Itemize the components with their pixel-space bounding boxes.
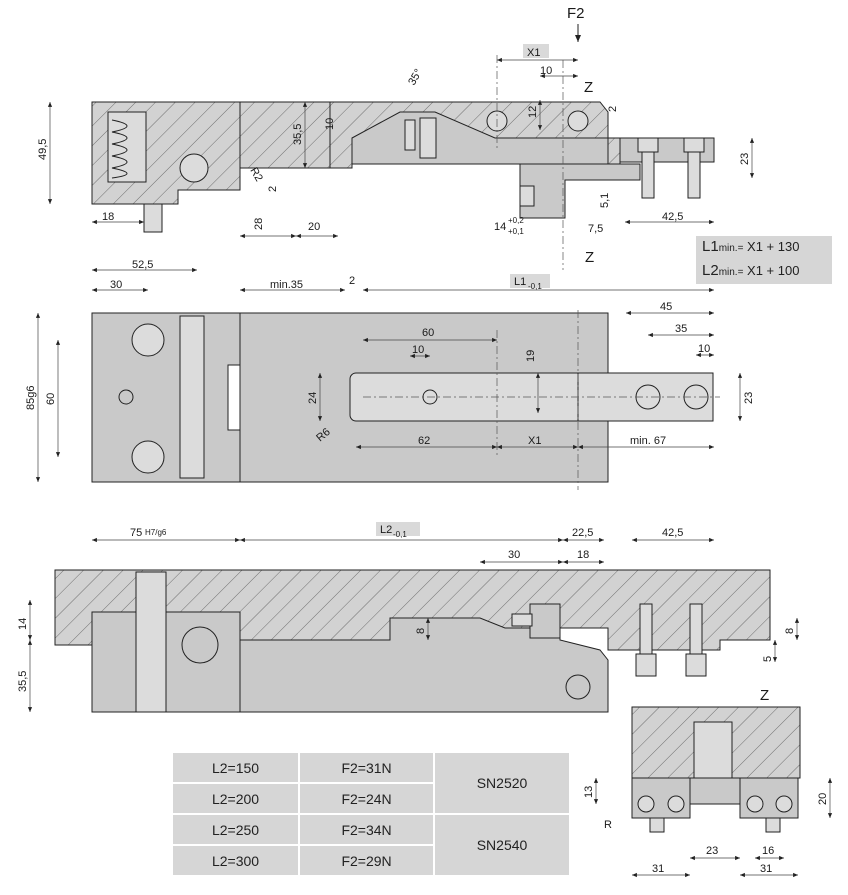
dim-bot-11: 5 bbox=[762, 656, 774, 662]
dim-top-14: 42,5 bbox=[662, 211, 683, 223]
dim-top-13: 7,5 bbox=[588, 223, 603, 235]
middle-plan-view bbox=[35, 267, 743, 490]
x1-label-top: X1 bbox=[527, 47, 540, 59]
dim-z-6: 31 bbox=[760, 863, 772, 875]
dim-z-2: R bbox=[604, 819, 612, 831]
z-section-label: Z bbox=[585, 249, 594, 266]
table-cell-f: F2=31N bbox=[300, 753, 434, 782]
dim-mid-17: 62 bbox=[418, 435, 430, 447]
labels: F2 X1 35° Z Z Z 49,5 35,5 10 10 12 2 23 … bbox=[17, 5, 829, 875]
dim-mid-2: min.35 bbox=[270, 279, 303, 291]
table-row: L2=250 F2=34N SN2540 bbox=[173, 815, 569, 875]
dim-mid-19: min. 67 bbox=[630, 435, 666, 447]
dim-mid-12: 85g6 bbox=[25, 386, 37, 410]
dim-bot-8: 14 bbox=[17, 618, 29, 630]
dim-top-1: 35,5 bbox=[292, 124, 304, 145]
table-cell-l: L2=150 bbox=[173, 753, 299, 782]
dim-bot-7: 18 bbox=[577, 549, 589, 561]
table-cell-f: F2=34N bbox=[300, 815, 434, 844]
z-arrow-label: Z bbox=[584, 79, 593, 96]
table-cell-l: L2=200 bbox=[173, 784, 299, 813]
formula-box: L1min.= X1 + 130 L2min.= X1 + 100 bbox=[696, 236, 832, 284]
dim-top-12: 5,1 bbox=[599, 193, 611, 208]
view-z-detail bbox=[593, 706, 833, 878]
formula-l2: L2min.= X1 + 100 bbox=[702, 262, 800, 279]
dim-top-2: 10 bbox=[324, 118, 336, 130]
table-cell-f: F2=24N bbox=[300, 784, 434, 813]
spec-table: L2=150 F2=31N SN2520 L2=200 F2=24N L2=25… bbox=[171, 751, 571, 877]
dim-mid-0: 52,5 bbox=[132, 259, 153, 271]
dim-bot-1: H7/g6 bbox=[145, 528, 167, 537]
dim-bot-10: 8 bbox=[784, 628, 796, 634]
dim-top-10: 28 bbox=[253, 218, 265, 230]
dim-mid-5: -0,1 bbox=[528, 282, 542, 291]
table-cell-l: L2=250 bbox=[173, 815, 299, 844]
dim-z-1: 20 bbox=[817, 793, 829, 805]
table-cell-l: L2=300 bbox=[173, 846, 299, 875]
dim-mid-13: 60 bbox=[45, 393, 57, 405]
dim-mid-8: 10 bbox=[698, 343, 710, 355]
table-cell-model: SN2520 bbox=[435, 753, 569, 813]
dim-mid-11: 19 bbox=[525, 350, 537, 362]
dim-top-3: 10 bbox=[540, 65, 552, 77]
dim-top-4: 12 bbox=[527, 106, 539, 118]
dim-top-9: 18 bbox=[102, 211, 114, 223]
dim-top-6: 23 bbox=[739, 153, 751, 165]
dim-mid-18: X1 bbox=[528, 435, 541, 447]
table-cell-f: F2=29N bbox=[300, 846, 434, 875]
dim-z-4: 23 bbox=[706, 845, 718, 857]
table-cell-model: SN2540 bbox=[435, 815, 569, 875]
bottom-section-view bbox=[27, 537, 800, 713]
angle-label: 35° bbox=[406, 67, 425, 87]
dim-top-17: +0,1 bbox=[508, 227, 524, 236]
dim-top-5: 2 bbox=[607, 106, 619, 112]
dim-z-0: 13 bbox=[583, 786, 595, 798]
dim-mid-14: 24 bbox=[307, 392, 319, 404]
dim-top-16: +0,2 bbox=[508, 216, 524, 225]
dim-bot-12: 35,5 bbox=[17, 671, 29, 692]
formula-l1: L1min.= X1 + 130 bbox=[702, 238, 800, 255]
table-row: L2=150 F2=31N SN2520 bbox=[173, 753, 569, 813]
dim-mid-15: 23 bbox=[743, 392, 755, 404]
dim-top-0: 49,5 bbox=[37, 139, 49, 160]
dim-mid-1: 30 bbox=[110, 279, 122, 291]
view-z-title: Z bbox=[760, 687, 769, 704]
dim-mid-4: L1 bbox=[514, 276, 526, 288]
dim-mid-7: 35 bbox=[675, 323, 687, 335]
dim-bot-3: -0,1 bbox=[393, 530, 407, 539]
top-section-view bbox=[47, 24, 755, 270]
dim-z-3: 31 bbox=[652, 863, 664, 875]
dim-bot-2: L2 bbox=[380, 524, 392, 536]
dim-top-15: 14 bbox=[494, 221, 506, 233]
dim-mid-6: 45 bbox=[660, 301, 672, 313]
dim-mid-10: 10 bbox=[412, 344, 424, 356]
force-label: F2 bbox=[567, 5, 585, 22]
dim-z-5: 16 bbox=[762, 845, 774, 857]
dim-bot-5: 42,5 bbox=[662, 527, 683, 539]
table-row: L2=300 F2=29N bbox=[173, 846, 569, 875]
dim-bot-4: 22,5 bbox=[572, 527, 593, 539]
table-row: L2=200 F2=24N bbox=[173, 784, 569, 813]
dim-mid-9: 60 bbox=[422, 327, 434, 339]
dim-top-8: 2 bbox=[267, 186, 279, 192]
dim-bot-6: 30 bbox=[508, 549, 520, 561]
dim-top-11: 20 bbox=[308, 221, 320, 233]
dim-bot-9: 8 bbox=[415, 628, 427, 634]
dim-mid-3: 2 bbox=[349, 275, 355, 287]
dim-bot-0: 75 bbox=[130, 527, 142, 539]
